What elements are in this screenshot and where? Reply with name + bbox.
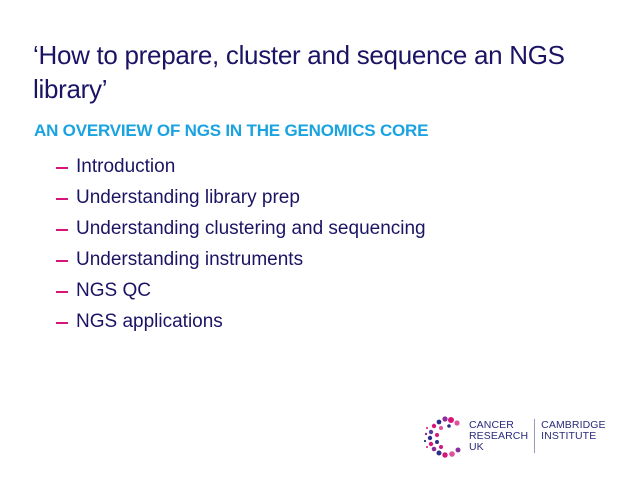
section-heading: AN OVERVIEW OF NGS IN THE GENOMICS CORE: [34, 121, 429, 140]
cruk-c-icon: [423, 416, 461, 458]
logo-divider: [534, 419, 536, 453]
dash-icon: [56, 290, 68, 293]
bullet-item: NGS QC: [56, 275, 426, 306]
bullet-item: Understanding instruments: [56, 244, 426, 275]
cruk-wordmark: CANCER RESEARCH UK: [469, 418, 529, 453]
bullet-item: Understanding library prep: [56, 182, 426, 213]
bullet-list: Introduction Understanding library prep …: [56, 151, 426, 337]
dash-icon: [56, 321, 68, 324]
dash-icon: [56, 166, 68, 169]
dash-icon: [56, 259, 68, 262]
dash-icon: [56, 197, 68, 200]
cruk-ci-logo: CANCER RESEARCH UK CAMBRIDGE INSTITUTE: [423, 414, 606, 458]
institute-wordmark: CAMBRIDGE INSTITUTE: [541, 418, 606, 442]
slide-title: ‘How to prepare, cluster and sequence an…: [33, 40, 565, 104]
bullet-item: NGS applications: [56, 306, 426, 337]
bullet-item: Understanding clustering and sequencing: [56, 213, 426, 244]
dash-icon: [56, 228, 68, 231]
bullet-item: Introduction: [56, 151, 426, 182]
